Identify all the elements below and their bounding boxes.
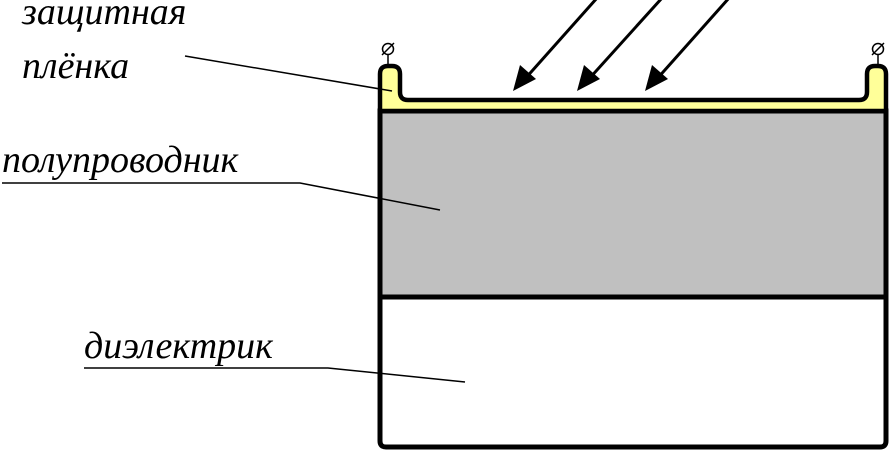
incident-light-arrow-3-icon xyxy=(645,0,730,91)
dielectric-layer xyxy=(377,294,889,450)
semiconductor-layer xyxy=(377,108,889,300)
label-protective-film-line1: защитная xyxy=(21,0,186,33)
protective-film-layer xyxy=(377,63,889,114)
label-semiconductor: полупроводник xyxy=(2,139,240,181)
leader-line-semiconductor xyxy=(2,182,441,211)
terminal-right-icon xyxy=(871,42,885,66)
terminal-left-icon xyxy=(381,42,395,66)
incident-light-arrow-2-icon xyxy=(577,0,663,91)
incident-light-arrow-1-icon xyxy=(513,0,598,91)
leader-line-dielectric xyxy=(84,367,466,383)
label-protective-film-line2: плёнка xyxy=(22,45,129,87)
leader-line-protective-film xyxy=(184,55,393,92)
label-dielectric: диэлектрик xyxy=(84,325,274,367)
